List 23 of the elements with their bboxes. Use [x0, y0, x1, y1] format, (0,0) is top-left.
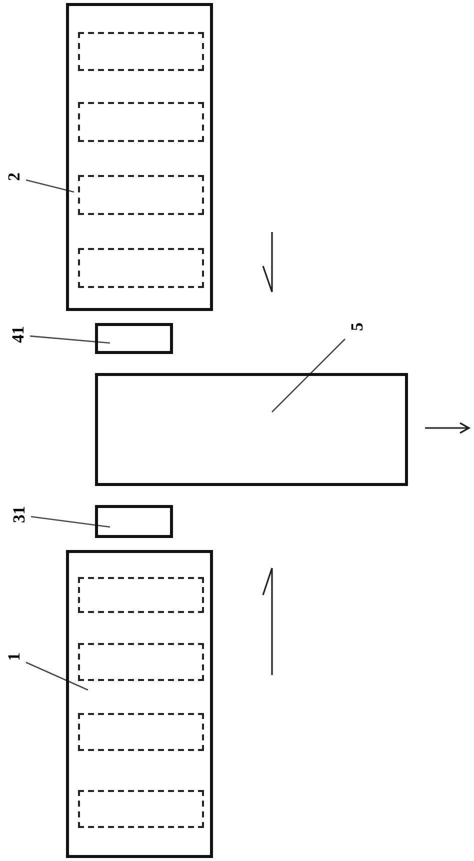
callout-number: 5: [347, 316, 367, 338]
dashed-slot: [78, 643, 204, 681]
leader-line: [26, 179, 74, 193]
small-block: [95, 323, 173, 354]
callout-number: 1: [4, 646, 24, 668]
dashed-slot: [78, 790, 204, 828]
central-block: [95, 373, 408, 486]
dashed-slot: [78, 175, 204, 215]
small-block: [95, 505, 173, 538]
leader-line: [272, 338, 346, 412]
dashed-slot: [78, 32, 204, 71]
dashed-slot: [78, 248, 204, 288]
rack-frame: [66, 550, 213, 858]
dashed-slot: [78, 102, 204, 142]
callout-number: 41: [8, 320, 28, 350]
dashed-slot: [78, 577, 204, 613]
leader-line: [30, 335, 110, 344]
dashed-slot: [78, 713, 204, 751]
callout-number: 31: [9, 500, 29, 530]
rack-frame: [66, 3, 213, 311]
leader-line: [26, 662, 88, 691]
leader-line: [30, 516, 110, 528]
callout-number: 2: [4, 166, 24, 188]
